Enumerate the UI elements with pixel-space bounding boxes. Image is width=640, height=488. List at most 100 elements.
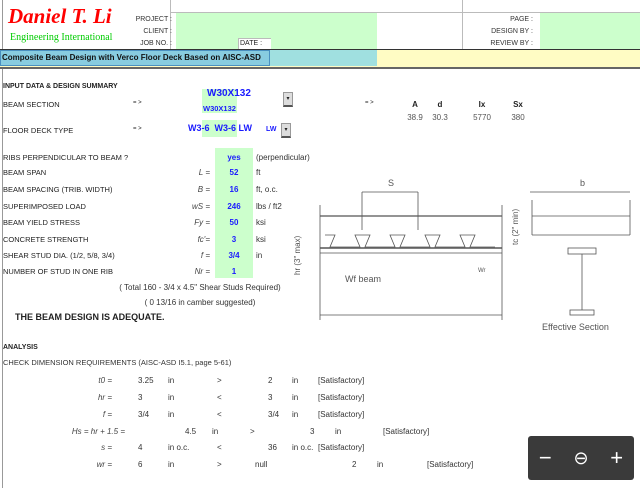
- check-st: [Satisfactory]: [318, 376, 365, 385]
- arrow: = >: [133, 100, 142, 106]
- deck-dropdown-button[interactable]: ▾: [281, 123, 291, 138]
- beam-section-value-shadow: W30X132: [203, 104, 236, 113]
- check-v: 3/4: [138, 410, 150, 419]
- review-by-label: REVIEW BY :: [490, 40, 533, 47]
- check-op: >: [217, 460, 222, 469]
- label-beam: Wf beam: [345, 274, 381, 284]
- input-unit: ksi: [256, 235, 266, 244]
- check-u2: in: [292, 410, 299, 419]
- input-unit: lbs / ft2: [256, 202, 282, 211]
- page-input[interactable]: [540, 12, 640, 49]
- zoom-in-button[interactable]: +: [610, 445, 624, 470]
- floor-deck-label: FLOOR DECK TYPE: [3, 126, 74, 135]
- check-u: in o.c.: [168, 443, 190, 452]
- input-label: RIBS PERPENDICULAR TO BEAM ?: [3, 153, 129, 162]
- check-u2: in: [377, 460, 384, 469]
- check-symbol: wr =: [96, 460, 112, 469]
- input-symbol: Nr =: [194, 267, 210, 276]
- left-border: [2, 0, 3, 488]
- check-symbol: hr =: [97, 393, 112, 402]
- company-logo: Daniel T. Li: [8, 4, 112, 28]
- input-symbol: wS =: [191, 202, 210, 211]
- input-value[interactable]: yes: [227, 153, 241, 162]
- input-value[interactable]: 52: [229, 168, 239, 177]
- input-label: CONCRETE STRENGTH: [3, 235, 89, 244]
- beam-dropdown-button[interactable]: ▾: [283, 92, 293, 107]
- input-label: SHEAR STUD DIA. (1/2, 5/8, 3/4): [3, 251, 115, 260]
- input-label: SUPERIMPOSED LOAD: [3, 202, 86, 211]
- check-v: 6: [138, 460, 143, 469]
- prop-value-a: 38.9: [407, 113, 423, 122]
- title-bar-blue: [0, 50, 270, 66]
- company-subtitle: Engineering International: [10, 32, 113, 43]
- zoom-controls: − ⊖ +: [528, 436, 634, 480]
- prop-header-a: A: [412, 100, 418, 109]
- check-u2: in: [292, 393, 299, 402]
- input-value[interactable]: 1: [231, 267, 237, 276]
- zoom-reset-icon[interactable]: ⊖: [573, 447, 589, 468]
- input-label: BEAM YIELD STRESS: [3, 218, 80, 227]
- beam-section-label: BEAM SECTION: [3, 100, 60, 109]
- page-label: PAGE :: [510, 16, 533, 23]
- job-label: JOB NO. :: [140, 40, 172, 47]
- zoom-out-button[interactable]: −: [538, 445, 552, 470]
- input-column: [215, 148, 253, 278]
- prop-header-sx: Sx: [513, 100, 523, 109]
- beam-section-select[interactable]: [202, 89, 237, 113]
- check-u: in: [168, 376, 175, 385]
- date-cell: [238, 38, 271, 50]
- check-st: [Satisfactory]: [427, 460, 474, 469]
- input-label: BEAM SPACING (TRIB. WIDTH): [3, 185, 113, 194]
- label-b: b: [580, 178, 585, 188]
- composite-section-drawing: S b Wr hr (3" max) tc (2" min) Wf beam E…: [293, 178, 631, 332]
- check-lim: 3: [310, 427, 315, 436]
- input-symbol: fc'=: [197, 235, 210, 244]
- input-value[interactable]: 3/4: [228, 251, 240, 260]
- floor-deck-value: W3-6 W3-6 LW: [188, 123, 253, 133]
- prop-header-ix: Ix: [478, 100, 486, 109]
- input-unit: in: [256, 251, 263, 260]
- check-st: [Satisfactory]: [318, 443, 365, 452]
- input-symbol: f =: [200, 251, 210, 260]
- label-hr: hr (3" max): [293, 235, 302, 275]
- check-symbol: Hs = hr + 1.5 =: [71, 427, 125, 436]
- floor-deck-select[interactable]: [202, 120, 237, 137]
- check-op: <: [217, 410, 222, 419]
- label-effective: Effective Section: [542, 322, 609, 332]
- input-value[interactable]: 50: [229, 218, 239, 227]
- studs-note: ( Total 160 - 3/4 x 4.5" Shear Studs Req…: [119, 283, 281, 292]
- prop-value-ix: 5770: [473, 113, 491, 122]
- check-v: 3.25: [138, 376, 154, 385]
- check-v: 4: [138, 443, 143, 452]
- design-result: THE BEAM DESIGN IS ADEQUATE.: [15, 312, 165, 322]
- input-label: BEAM SPAN: [3, 168, 47, 177]
- check-st: [Satisfactory]: [318, 393, 365, 402]
- prop-value-d: 30.3: [432, 113, 448, 122]
- arrow: = >: [133, 126, 142, 132]
- check-st: [Satisfactory]: [383, 427, 430, 436]
- divider: [170, 12, 640, 13]
- check-u2: in: [292, 376, 299, 385]
- check-extra: null: [255, 460, 268, 469]
- check-st: [Satisfactory]: [318, 410, 365, 419]
- input-value[interactable]: 246: [227, 202, 241, 211]
- date-label: DATE :: [240, 40, 263, 47]
- check-v: 4.5: [185, 427, 197, 436]
- input-value[interactable]: 3: [231, 235, 237, 244]
- check-u: in: [168, 460, 175, 469]
- title-bar-teal: [270, 50, 377, 66]
- prop-header-d: d: [437, 100, 443, 109]
- summary-heading: INPUT DATA & DESIGN SUMMARY: [3, 83, 118, 90]
- beam-section-value: W30X132: [207, 88, 251, 99]
- input-unit: ft, o.c.: [256, 185, 278, 194]
- page-title: Composite Beam Design with Verco Floor D…: [2, 53, 261, 62]
- input-symbol: Fy =: [194, 218, 210, 227]
- check-op: <: [217, 443, 222, 452]
- check-heading: CHECK DIMENSION REQUIREMENTS (AISC-ASD I…: [3, 358, 232, 367]
- check-symbol: t0 =: [98, 376, 112, 385]
- check-v: 3: [138, 393, 143, 402]
- input-value[interactable]: 16: [229, 185, 239, 194]
- input-unit: ft: [256, 168, 261, 177]
- check-op: <: [217, 393, 222, 402]
- project-input[interactable]: [176, 12, 377, 49]
